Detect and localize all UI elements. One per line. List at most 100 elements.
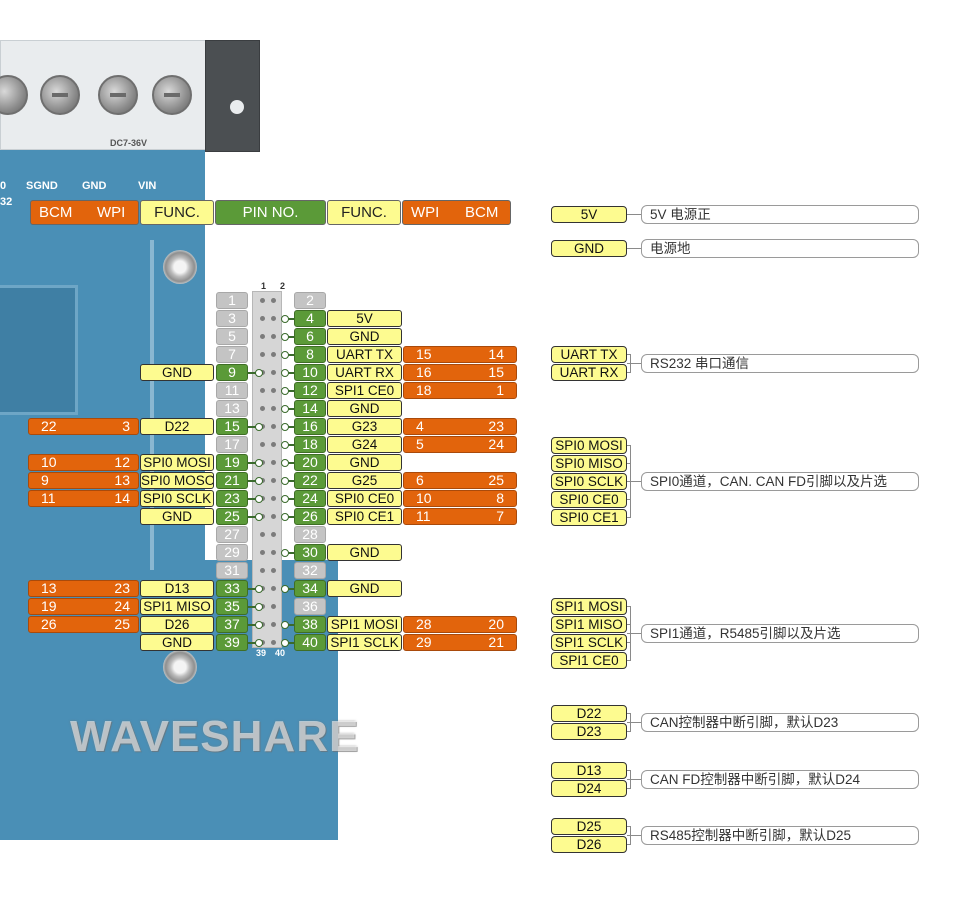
wpi-pin-12: 18	[416, 382, 432, 398]
header-hole	[260, 334, 265, 339]
header-hole	[271, 622, 276, 627]
gpio-pin-38: 28 20	[403, 616, 517, 633]
wpi-pin-23: 14	[114, 490, 130, 506]
pin-dot	[255, 477, 263, 485]
pin-7: 7	[216, 346, 248, 363]
wpi-pin-24: 10	[416, 490, 432, 506]
header-hole	[271, 298, 276, 303]
screw-slot	[52, 93, 68, 97]
header-wpi-right: WPI	[411, 204, 440, 221]
pin-16: 16	[294, 418, 326, 435]
wpi-pin-18: 5	[416, 436, 424, 452]
func-pin-20: GND	[327, 454, 402, 471]
wpi-pin-35: 24	[114, 598, 130, 614]
bcm-pin-40: 21	[488, 634, 504, 650]
silk-mark-32: 32	[0, 196, 13, 208]
header-hole	[271, 478, 276, 483]
legend-connector	[627, 835, 641, 836]
header-bcm-right: BCM	[465, 204, 499, 221]
func-pin-40: SPI1 SCLK	[327, 634, 402, 651]
func-pin-38: SPI1 MOSI	[327, 616, 402, 633]
bcm-pin-15: 22	[41, 418, 57, 434]
pin-36: 36	[294, 598, 326, 615]
pin-38: 38	[294, 616, 326, 633]
func-pin-15: D22	[140, 418, 214, 435]
pin-14: 14	[294, 400, 326, 417]
func-pin-22: G25	[327, 472, 402, 489]
pin-10: 10	[294, 364, 326, 381]
func-pin-24: SPI0 CE0	[327, 490, 402, 507]
header-hole	[271, 424, 276, 429]
header-hole	[260, 550, 265, 555]
pin-15: 15	[216, 418, 248, 435]
pin-34: 34	[294, 580, 326, 597]
header-hole	[271, 496, 276, 501]
header-hole	[260, 442, 265, 447]
pin-dot	[281, 495, 289, 503]
pin-dot	[281, 477, 289, 485]
pin-39: 39	[216, 634, 248, 651]
pin-wire	[248, 516, 260, 518]
pin-19: 19	[216, 454, 248, 471]
header-pin-no: PIN NO.	[215, 200, 326, 225]
legend-tag: D25	[551, 818, 627, 835]
bcm-pin-16: 23	[488, 418, 504, 434]
legend-tick	[627, 517, 631, 518]
pin-dot	[281, 621, 289, 629]
pin-22: 22	[294, 472, 326, 489]
pin-8: 8	[294, 346, 326, 363]
bcm-pin-26: 7	[496, 508, 504, 524]
legend-tick	[627, 606, 631, 607]
pin-11: 11	[216, 382, 248, 399]
pin-dot	[255, 603, 263, 611]
func-pin-25: GND	[140, 508, 214, 525]
header-hole	[260, 352, 265, 357]
legend-tag: SPI1 MOSI	[551, 598, 627, 615]
func-pin-39: GND	[140, 634, 214, 651]
wpi-pin-38: 28	[416, 616, 432, 632]
silk-vin: VIN	[138, 180, 157, 192]
pin-wire	[248, 588, 260, 590]
wpi-pin-26: 11	[416, 508, 431, 524]
func-pin-35: SPI1 MISO	[140, 598, 214, 615]
legend-tag: D24	[551, 780, 627, 797]
bcm-pin-38: 20	[488, 616, 504, 632]
header-hole	[271, 586, 276, 591]
func-pin-33: D13	[140, 580, 214, 597]
pin-dot	[281, 441, 289, 449]
legend-connector	[627, 779, 641, 780]
pin-dot	[255, 459, 263, 467]
legend-desc: 电源地	[641, 239, 919, 258]
func-pin-19: SPI0 MOSI	[140, 454, 214, 471]
func-pin-21: SPI0 MOSO	[140, 472, 214, 489]
legend-tick	[627, 660, 631, 661]
header-hole	[260, 388, 265, 393]
header-hole	[271, 406, 276, 411]
legend-tag: D26	[551, 836, 627, 853]
pin-29: 29	[216, 544, 248, 561]
legend-connector	[627, 722, 641, 723]
silk-mark-0: 0	[0, 180, 7, 192]
pin-dot	[281, 387, 289, 395]
legend-desc: 5V 电源正	[641, 205, 919, 224]
pin-21: 21	[216, 472, 248, 489]
header-hole	[271, 514, 276, 519]
pin-dot	[281, 459, 289, 467]
pin-31: 31	[216, 562, 248, 579]
func-pin-6: GND	[327, 328, 402, 345]
silk-sgnd: SGND	[26, 180, 58, 192]
header-func-left: FUNC.	[140, 200, 214, 225]
pin-24: 24	[294, 490, 326, 507]
legend-tag: SPI0 CE0	[551, 491, 627, 508]
pin-dot	[281, 405, 289, 413]
legend-tag: SPI0 MOSI	[551, 437, 627, 454]
legend-tick	[627, 826, 631, 827]
